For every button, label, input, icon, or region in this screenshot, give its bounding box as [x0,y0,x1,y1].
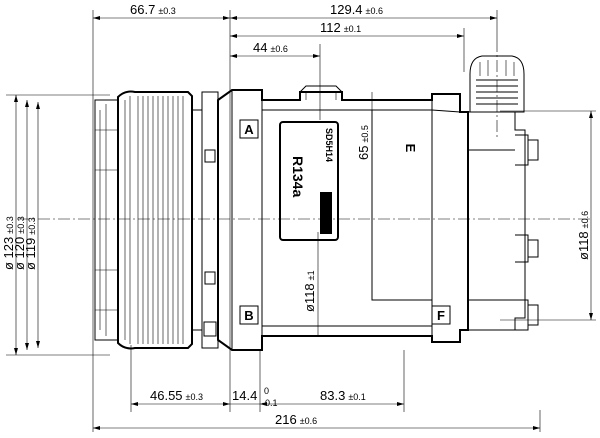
port-labels: A B E F [239,119,451,325]
dim-112: 112±0.1 [320,20,361,35]
dim-14-4-tol-upper: 0 [264,386,269,396]
dim-14-4: 14.4 [232,388,257,403]
port-a-label: A [244,122,254,137]
dim-14-4-tol-lower: -0.1 [262,398,278,408]
port-e-label: E [403,144,418,153]
dim-44: 44±0.6 [253,40,288,55]
dim-dia-120: ø 120±0.3 [12,216,27,270]
dim-129-4: 129.4±0.6 [330,2,383,17]
dim-66-7: 66.7±0.3 [130,2,176,17]
nameplate-model: SD5H14 [324,128,334,162]
extension-lines [6,10,596,432]
dim-dia-118-right: ø118±0.6 [576,211,591,260]
dimension-lines [15,17,592,429]
dim-83-3: 83.3±0.1 [320,388,366,403]
dim-dia-119: ø 119±0.3 [23,217,38,270]
nameplate: SD5H14 R134a [279,121,339,241]
service-valve [469,55,525,113]
dimension-texts: 66.7±0.3 129.4±0.6 112±0.1 44±0.6 65±0.5… [1,2,591,427]
arrowheads [14,16,593,430]
port-b-label: B [244,308,253,323]
dim-65: 65±0.5 [356,125,371,160]
compressor-body [217,85,539,351]
dim-46-55: 46.55±0.3 [150,388,203,403]
pulley-grooves [124,96,184,344]
nameplate-refrigerant: R134a [290,156,306,197]
pulley [94,90,219,350]
dim-dia-123: ø 123±0.3 [1,216,16,270]
port-f-label: F [437,308,445,323]
dim-216: 216±0.6 [275,412,317,427]
dim-dia-118-mid: ø118±1 [302,270,317,312]
